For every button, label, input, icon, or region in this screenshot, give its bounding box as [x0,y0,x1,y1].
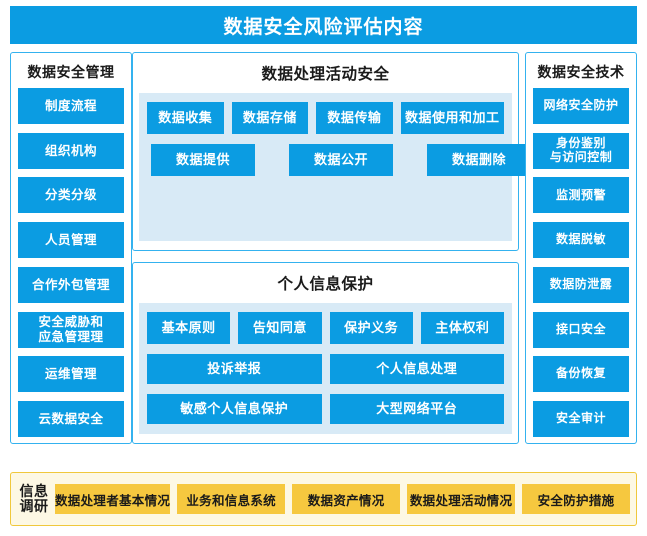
right-item-data-masking[interactable]: 数据脱敏 [533,222,629,259]
privacy-panel-body: 基本原则 告知同意 保护义务 主体权利 投诉举报 个人信息处理 敏感个人信息保护… [139,303,512,434]
survey-item-processor-basics[interactable]: 数据处理者基本情况 [55,484,171,514]
privacy-item-subject-rights[interactable]: 主体权利 [420,312,504,344]
privacy-item-large-platform[interactable]: 大型网络平台 [329,394,504,424]
left-item-operations[interactable]: 运维管理 [18,356,124,393]
right-item-interface-security[interactable]: 接口安全 [533,311,629,348]
right-item-backup-recovery[interactable]: 备份恢复 [533,356,629,393]
survey-item-data-assets[interactable]: 数据资产情况 [292,484,401,514]
personal-information-protection-panel: 个人信息保护 基本原则 告知同意 保护义务 主体权利 投诉举报 个人信息处理 敏… [132,262,519,444]
privacy-item-personal-info-processing[interactable]: 个人信息处理 [329,354,504,384]
left-item-threat-emergency[interactable]: 安全威胁和 应急管理理 [18,311,124,348]
privacy-row-3: 敏感个人信息保护 大型网络平台 [147,394,504,424]
left-item-outsourcing[interactable]: 合作外包管理 [18,266,124,303]
activity-item-storage[interactable]: 数据存储 [231,102,309,134]
right-item-leak-prevention[interactable]: 数据防泄露 [533,266,629,303]
left-panel-list: 制度流程 组织机构 分类分级 人员管理 合作外包管理 安全威胁和 应急管理理 运… [18,88,124,437]
data-processing-activity-panel: 数据处理活动安全 数据收集 数据存储 数据传输 数据使用和加工 数据提供 数据公… [132,52,531,251]
privacy-row-1: 基本原则 告知同意 保护义务 主体权利 [147,312,504,344]
right-item-identity-access-control[interactable]: 身份鉴别 与访问控制 [533,132,629,169]
survey-item-business-systems[interactable]: 业务和信息系统 [177,484,286,514]
activity-row-2: 数据提供 数据公开 数据删除 [147,144,531,176]
page-title: 数据安全风险评估内容 [223,16,424,38]
privacy-item-protection-duty[interactable]: 保护义务 [329,312,413,344]
privacy-item-complaints[interactable]: 投诉举报 [147,354,322,384]
data-security-management-panel: 数据安全管理 制度流程 组织机构 分类分级 人员管理 合作外包管理 安全威胁和 … [10,52,132,444]
activity-item-transmission[interactable]: 数据传输 [316,102,393,134]
left-item-personnel[interactable]: 人员管理 [18,222,124,259]
right-panel-title: 数据安全技术 [537,64,625,80]
survey-item-protection-measures[interactable]: 安全防护措施 [522,484,631,514]
survey-bar-label: 信息 调研 [19,482,49,514]
survey-item-processing-activities[interactable]: 数据处理活动情况 [407,484,516,514]
privacy-item-sensitive-info-protection[interactable]: 敏感个人信息保护 [147,394,322,424]
privacy-item-basic-principles[interactable]: 基本原则 [147,312,231,344]
left-item-organization[interactable]: 组织机构 [18,132,124,169]
left-item-system-process[interactable]: 制度流程 [18,88,124,124]
activity-panel-title: 数据处理活动安全 [261,66,390,83]
activity-item-provision[interactable]: 数据提供 [151,144,255,176]
activity-item-use-and-processing[interactable]: 数据使用和加工 [400,102,504,134]
left-item-classification[interactable]: 分类分级 [18,177,124,214]
right-item-network-security[interactable]: 网络安全防护 [533,88,629,124]
privacy-row-2: 投诉举报 个人信息处理 [147,354,504,384]
right-item-security-audit[interactable]: 安全审计 [533,400,629,437]
privacy-panel-title: 个人信息保护 [277,276,374,293]
activity-item-disclosure[interactable]: 数据公开 [289,144,393,176]
privacy-item-notice-consent[interactable]: 告知同意 [238,312,322,344]
left-panel-title: 数据安全管理 [27,64,115,80]
information-survey-bar: 信息 调研 数据处理者基本情况 业务和信息系统 数据资产情况 数据处理活动情况 … [10,472,637,526]
activity-item-collection[interactable]: 数据收集 [147,102,224,134]
right-panel-list: 网络安全防护 身份鉴别 与访问控制 监测预警 数据脱敏 数据防泄露 接口安全 备… [533,88,629,437]
right-item-monitoring-alert[interactable]: 监测预警 [533,177,629,214]
left-item-cloud-data-security[interactable]: 云数据安全 [18,400,124,437]
page-title-banner: 数据安全风险评估内容 [10,6,637,44]
activity-item-deletion[interactable]: 数据删除 [427,144,531,176]
data-security-technology-panel: 数据安全技术 网络安全防护 身份鉴别 与访问控制 监测预警 数据脱敏 数据防泄露… [525,52,637,444]
activity-panel-body: 数据收集 数据存储 数据传输 数据使用和加工 数据提供 数据公开 数据删除 [139,93,531,241]
activity-row-1: 数据收集 数据存储 数据传输 数据使用和加工 [147,102,504,134]
survey-bar-items: 数据处理者基本情况 业务和信息系统 数据资产情况 数据处理活动情况 安全防护措施 [51,484,631,514]
